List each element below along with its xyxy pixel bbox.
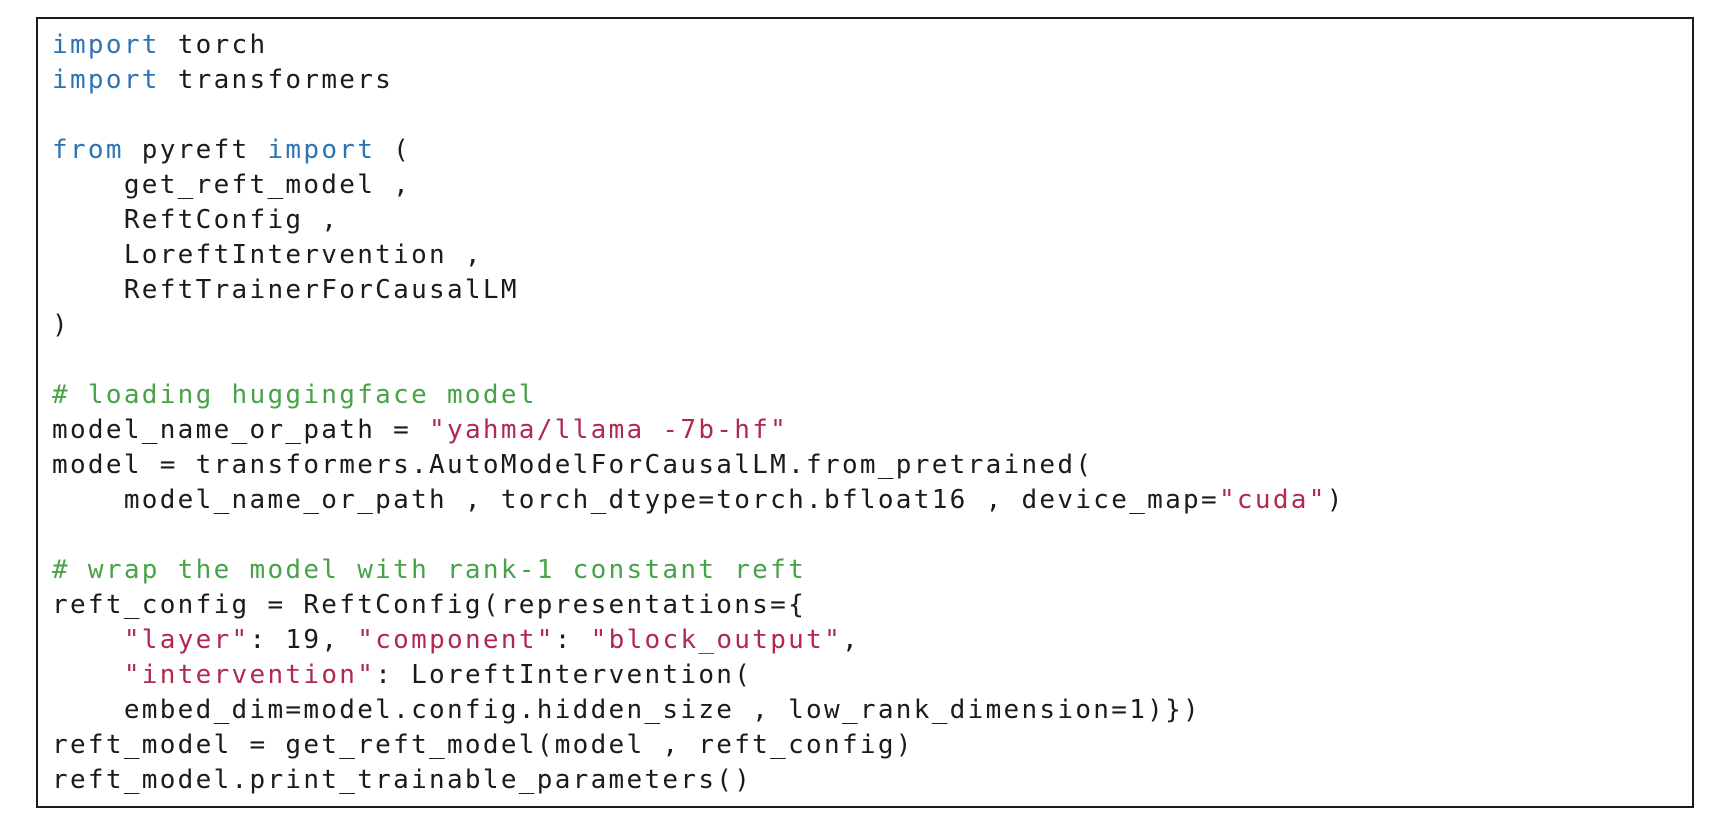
code-token-string: "intervention" <box>123 660 376 690</box>
code-line: "layer": 19, "component": "block_output"… <box>52 623 1678 658</box>
code-line: get_reft_model , <box>52 168 1678 203</box>
code-token-plain: reft_config = ReftConfig(representations… <box>52 590 807 620</box>
code-token-plain: reft_model = get_reft_model(model , reft… <box>52 730 914 760</box>
code-token-plain <box>52 660 124 690</box>
code-token-plain: ( <box>375 135 412 165</box>
code-token-string: "layer" <box>123 625 250 655</box>
code-token-string: "yahma/llama -7b-hf" <box>429 415 789 445</box>
code-token-plain: embed_dim=model.config.hidden_size , low… <box>52 695 1202 725</box>
code-line: import transformers <box>52 63 1678 98</box>
code-token-plain: transformers <box>159 65 394 95</box>
code-token-plain: ) <box>1326 485 1345 515</box>
code-token-plain: model = transformers.AutoModelForCausalL… <box>52 450 1094 480</box>
code-token-plain: get_reft_model , <box>52 170 412 200</box>
code-token-plain: model_name_or_path , torch_dtype=torch.b… <box>52 485 1219 515</box>
code-token-plain: : 19, <box>249 625 358 655</box>
code-line: model_name_or_path = "yahma/llama -7b-hf… <box>52 413 1678 448</box>
code-line: reft_config = ReftConfig(representations… <box>52 588 1678 623</box>
code-token-plain: LoreftIntervention , <box>52 240 483 270</box>
code-line: ReftTrainerForCausalLM <box>52 273 1678 308</box>
code-line <box>52 518 1678 553</box>
code-line <box>52 343 1678 378</box>
code-token-plain: torch <box>159 30 268 60</box>
code-token-string: "block_output" <box>590 625 843 655</box>
code-line: import torch <box>52 28 1678 63</box>
code-line: embed_dim=model.config.hidden_size , low… <box>52 693 1678 728</box>
code-token-plain: pyreft <box>123 135 268 165</box>
code-token-plain: reft_model.print_trainable_parameters() <box>52 765 753 795</box>
code-token-keyword: import <box>52 65 160 95</box>
code-token-plain: , <box>842 625 860 655</box>
code-token-plain <box>52 625 124 655</box>
code-line <box>52 98 1678 133</box>
code-token-string: "cuda" <box>1218 485 1327 515</box>
code-line: # loading huggingface model <box>52 378 1678 413</box>
code-token-keyword: import <box>52 30 160 60</box>
code-token-keyword: import <box>267 135 376 165</box>
code-token-comment: # wrap the model with rank-1 constant re… <box>52 555 807 585</box>
code-line: reft_model.print_trainable_parameters() <box>52 763 1678 798</box>
code-token-plain: : <box>554 625 591 655</box>
code-line: LoreftIntervention , <box>52 238 1678 273</box>
code-line: model = transformers.AutoModelForCausalL… <box>52 448 1678 483</box>
code-line: from pyreft import ( <box>52 133 1678 168</box>
code-line: "intervention": LoreftIntervention( <box>52 658 1678 693</box>
code-line: reft_model = get_reft_model(model , reft… <box>52 728 1678 763</box>
code-line: ReftConfig , <box>52 203 1678 238</box>
code-token-plain: ) <box>52 310 70 340</box>
code-token-comment: # loading huggingface model <box>52 380 537 410</box>
code-line: # wrap the model with rank-1 constant re… <box>52 553 1678 588</box>
code-token-plain: ReftConfig , <box>52 205 340 235</box>
code-line: ) <box>52 308 1678 343</box>
code-token-plain: model_name_or_path = <box>52 415 430 445</box>
code-token-string: "component" <box>357 625 555 655</box>
code-token-plain: : LoreftIntervention( <box>375 660 753 690</box>
code-line: model_name_or_path , torch_dtype=torch.b… <box>52 483 1678 518</box>
code-token-plain: ReftTrainerForCausalLM <box>52 275 519 305</box>
code-token-keyword: from <box>52 135 124 165</box>
